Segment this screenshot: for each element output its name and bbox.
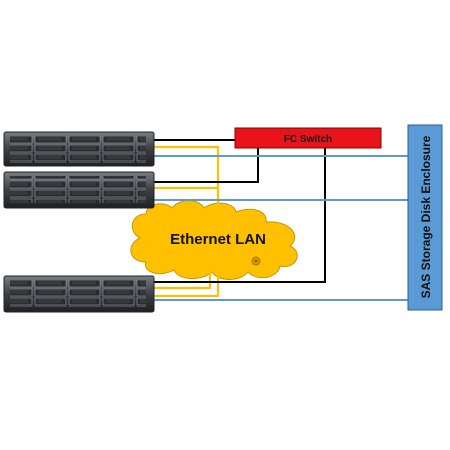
fc-cable-server-3 — [153, 148, 326, 283]
sas-enclosure-label: SAS Storage Disk Enclosure — [419, 135, 433, 298]
server-1 — [3, 131, 155, 167]
ethernet-cable-server-1 — [153, 145, 220, 298]
ethernet-lan-label: Ethernet LAN — [170, 231, 266, 248]
network-icon — [251, 256, 261, 266]
fc-switch: FC Switch — [234, 127, 382, 149]
ethernet-cable-server-3 — [153, 240, 212, 290]
server-2 — [3, 171, 155, 209]
fc-cable-server-2 — [153, 148, 259, 183]
server-drive-bays — [10, 136, 146, 163]
fc-switch-box — [234, 127, 382, 149]
sas-enclosure-box — [407, 124, 443, 311]
fc-switch-label: FC Switch — [284, 134, 332, 145]
sas-storage-enclosure: SAS Storage Disk Enclosure — [407, 124, 443, 311]
server-3 — [3, 275, 155, 313]
server-drive-bays — [10, 280, 146, 307]
ethernet-cables — [153, 145, 220, 298]
fc-cables — [153, 139, 326, 283]
server-drive-bays — [10, 176, 146, 203]
sas-cables — [153, 155, 408, 301]
